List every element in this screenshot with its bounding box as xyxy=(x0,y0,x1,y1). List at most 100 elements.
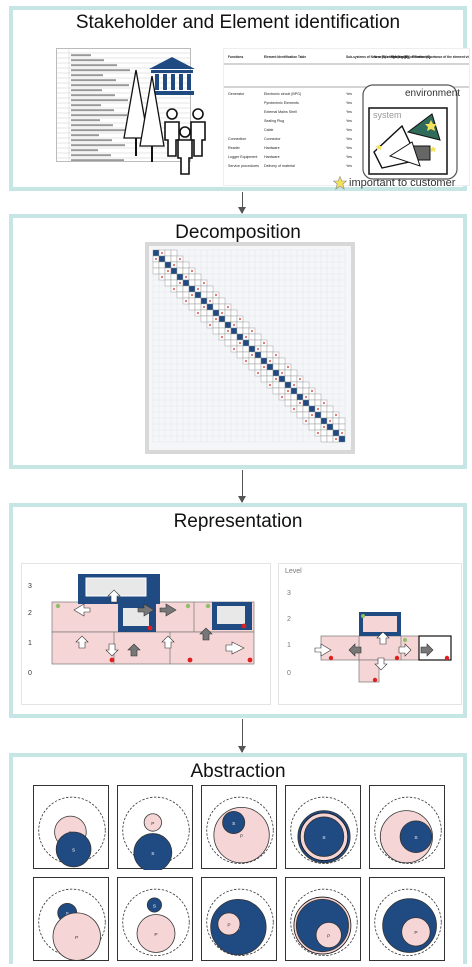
matrix-cell xyxy=(164,255,172,263)
matrix-dependency-dot xyxy=(275,378,277,380)
stakeholder-list-text-line xyxy=(71,99,128,102)
matrix-dependency-dot xyxy=(299,378,301,380)
matrix-cell xyxy=(296,405,304,413)
matrix-cell xyxy=(284,375,292,383)
matrix-dependency-dot xyxy=(167,270,169,272)
environment-boundary-circle xyxy=(374,796,442,865)
matrix-cell xyxy=(272,357,280,365)
matrix-cell xyxy=(176,273,184,281)
matrix-cell xyxy=(176,267,184,275)
trees-icon xyxy=(123,69,165,162)
element-table-header: Sub-systems of New or Existing? (Yes/No) xyxy=(346,55,410,59)
matrix-cell xyxy=(200,291,208,299)
matrix-cell xyxy=(230,333,238,341)
element-table-header: New (N) or Existing (E) xyxy=(374,55,408,59)
product-circle xyxy=(52,912,101,961)
matrix-dependency-dot xyxy=(335,438,337,440)
abstraction-diagram: PS xyxy=(33,785,109,869)
abstraction-circles: SP xyxy=(38,888,106,961)
matrix-dependency-dot xyxy=(221,336,223,338)
environment-boundary-circle xyxy=(206,796,274,865)
matrix-dependency-dot xyxy=(233,348,235,350)
system-label: system xyxy=(373,110,402,120)
matrix-dependency-dot xyxy=(191,294,193,296)
element-table-cell: Yes xyxy=(346,155,352,159)
matrix-cell xyxy=(254,357,262,365)
matrix-dependency-dot xyxy=(197,288,199,290)
matrix-cell xyxy=(338,423,346,431)
element-table-cell: External Mains Shell xyxy=(264,110,297,114)
matrix-cell xyxy=(320,411,328,419)
abstraction-circles: PS xyxy=(206,796,274,865)
right-level-3: 3 xyxy=(287,590,291,597)
matrix-cell xyxy=(320,417,328,425)
stakeholder-list-text-line xyxy=(71,74,103,77)
matrix-cell xyxy=(188,297,196,305)
matrix-dependency-dot xyxy=(323,426,325,428)
matrix-cell xyxy=(326,411,334,419)
matrix-cell xyxy=(278,387,286,395)
element-table-cell: Yes xyxy=(346,101,352,105)
service-label: S xyxy=(72,848,75,854)
matrix-cell xyxy=(272,363,280,371)
matrix-dependency-dot xyxy=(287,390,289,392)
left-representation-blocks xyxy=(51,574,255,665)
matrix-cell xyxy=(182,267,190,275)
matrix-cell xyxy=(284,381,292,389)
matrix-dependency-dot xyxy=(197,312,199,314)
matrix-cell xyxy=(290,387,298,395)
element-table-cell: Sealing Plug xyxy=(264,119,284,123)
matrix-cell xyxy=(254,351,262,359)
matrix-cell xyxy=(278,381,286,389)
service-label: S xyxy=(232,821,235,827)
element-table-cell: Yes xyxy=(346,92,352,96)
matrix-cell xyxy=(278,375,286,383)
left-level-1: 1 xyxy=(28,640,32,647)
matrix-cell xyxy=(278,357,286,365)
design-structure-matrix xyxy=(145,242,355,454)
representation-panel: Representation 3 2 1 0 xyxy=(9,503,467,718)
matrix-dependency-dot xyxy=(275,354,277,356)
abstraction-circles: PS xyxy=(38,796,106,868)
matrix-cell xyxy=(236,321,244,329)
matrix-cell xyxy=(242,351,250,359)
abstraction-circles: SP xyxy=(206,888,274,957)
service-circle xyxy=(55,831,92,868)
matrix-cell xyxy=(236,345,244,353)
matrix-cell xyxy=(212,309,220,317)
abstraction-panel: Abstraction PSPSPSSPSPSSPSPSPPSPSP xyxy=(9,753,467,964)
matrix-cell xyxy=(248,333,256,341)
matrix-cell xyxy=(188,303,196,311)
matrix-cell xyxy=(200,297,208,305)
star-icon xyxy=(333,176,347,190)
product-label: P xyxy=(151,821,154,827)
matrix-cell xyxy=(248,357,256,365)
abstraction-diagram: SP xyxy=(369,877,445,961)
element-table-cell: Yes xyxy=(346,110,352,114)
matrix-cell xyxy=(332,423,340,431)
matrix-cell xyxy=(284,399,292,407)
matrix-cell xyxy=(224,339,232,347)
element-table-cell: Generator xyxy=(228,92,245,96)
matrix-cell xyxy=(266,375,274,383)
flow-arrow-2 xyxy=(238,470,246,503)
abstraction-circles: PSP xyxy=(290,888,358,957)
matrix-cell xyxy=(266,345,274,353)
matrix-cell xyxy=(224,315,232,323)
matrix-cell xyxy=(260,351,268,359)
matrix-cell xyxy=(194,303,202,311)
stakeholder-list-text-line xyxy=(71,59,104,62)
matrix-cell xyxy=(200,285,208,293)
stakeholder-list-text-line xyxy=(71,124,113,127)
matrix-cell xyxy=(218,321,226,329)
matrix-cell xyxy=(182,261,190,269)
environment-system-diagram xyxy=(362,84,458,180)
element-table-cell: Connection xyxy=(228,137,246,141)
element-table-cell: Hardware xyxy=(264,146,280,150)
matrix-cell xyxy=(164,249,172,257)
matrix-dependency-dot xyxy=(245,360,247,362)
right-level-1: 1 xyxy=(287,642,291,649)
environment-boundary-circle xyxy=(290,796,358,865)
